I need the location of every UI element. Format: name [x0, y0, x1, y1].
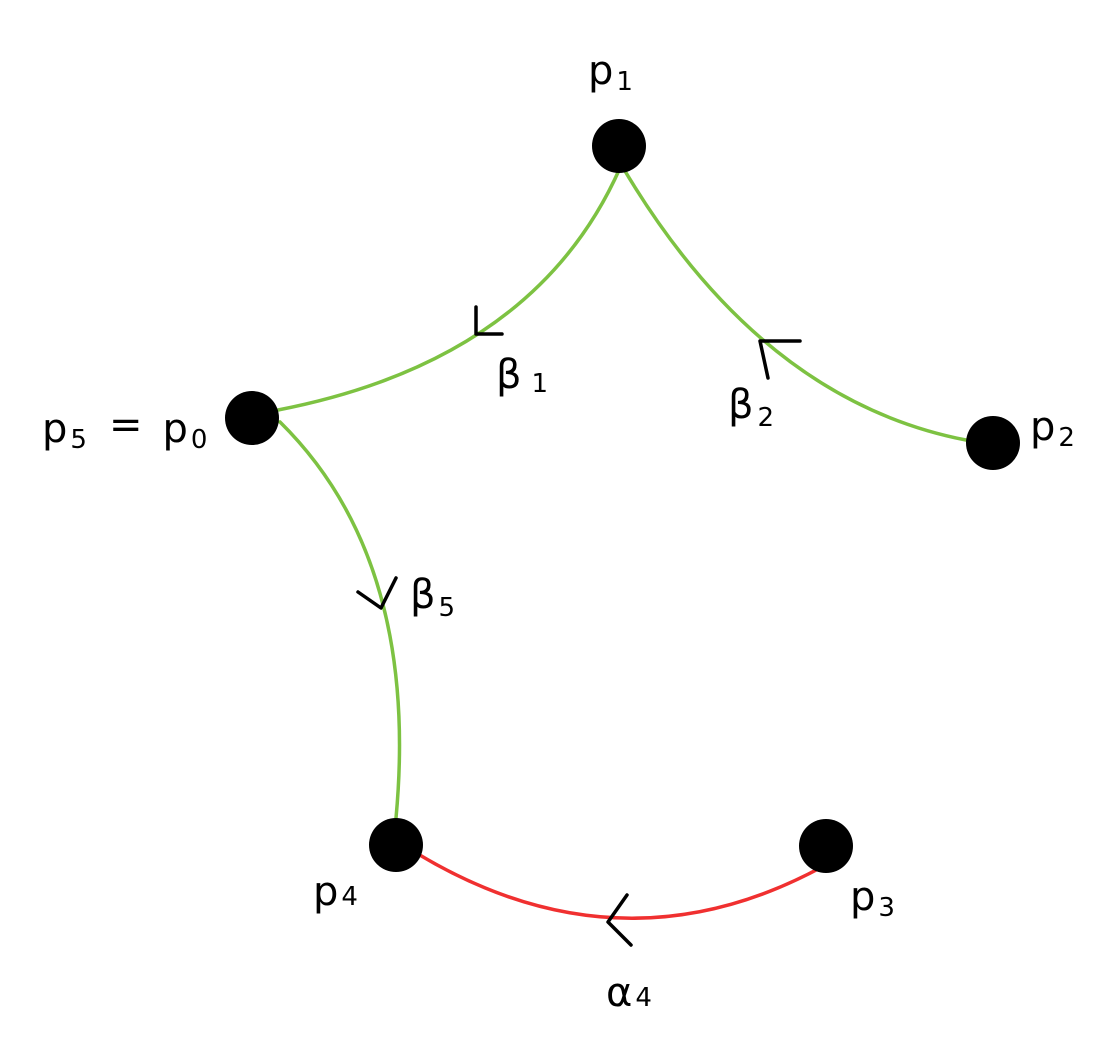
node-p1	[592, 119, 646, 173]
arrow-alpha4-icon	[606, 893, 633, 947]
node-p4	[369, 818, 423, 872]
edge-beta5	[278, 420, 402, 820]
arrow-beta5-icon	[356, 576, 398, 610]
edge-beta1	[276, 166, 622, 412]
node-p2	[966, 416, 1020, 470]
node-p3	[799, 819, 853, 873]
node-p5-p0	[225, 391, 279, 445]
edge-alpha4	[416, 852, 822, 920]
arrow-beta2-icon	[758, 339, 802, 380]
arrow-beta1-icon	[474, 305, 504, 336]
edge-beta2	[620, 164, 968, 442]
